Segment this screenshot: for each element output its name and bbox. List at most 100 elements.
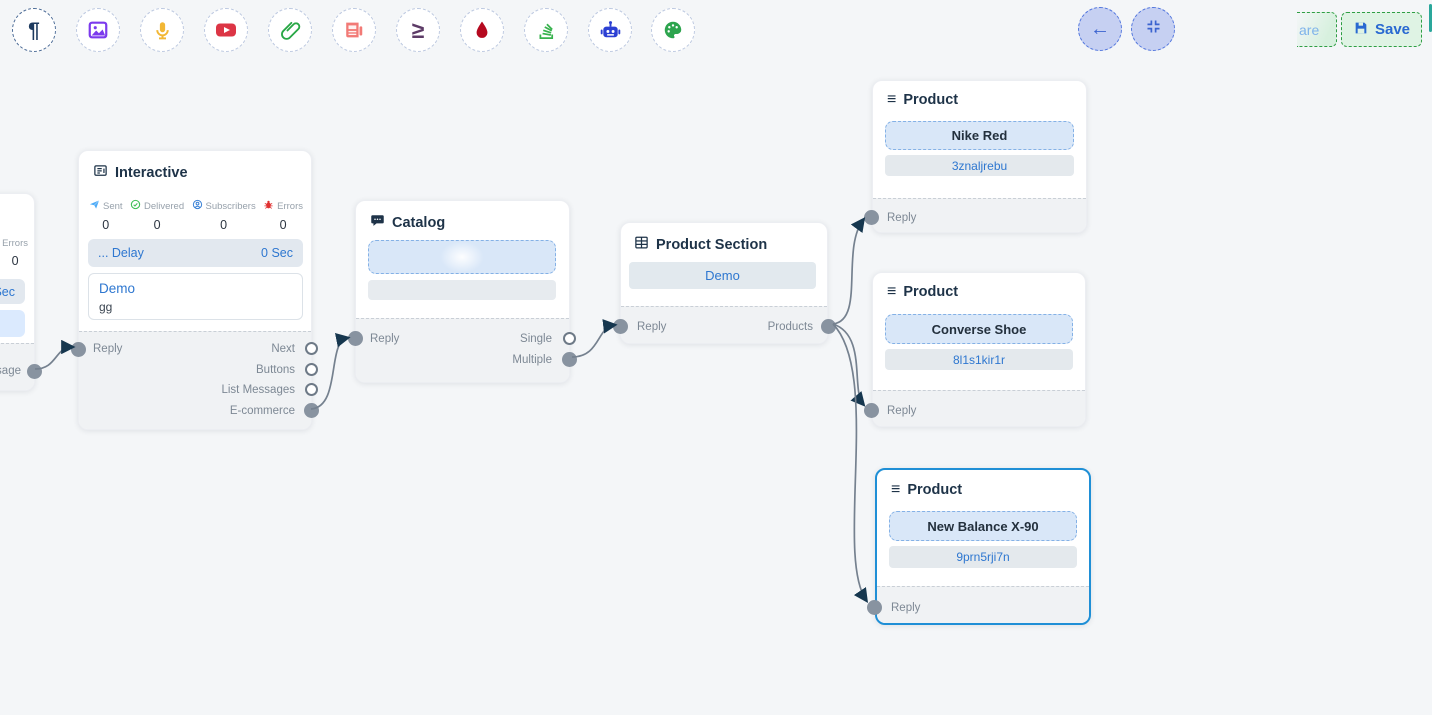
node-footer: Reply <box>867 586 1089 623</box>
menu-icon: ≡ <box>887 91 897 108</box>
reply-port-label: Reply <box>887 212 917 224</box>
toolbar-button-text[interactable]: ¶ <box>12 8 56 52</box>
back-button[interactable]: ← <box>1078 7 1122 51</box>
product-code-box[interactable]: 3znaljrebu <box>885 155 1074 176</box>
subscriber-icon <box>192 199 203 213</box>
node-product-nike-red[interactable]: ≡ Product Nike Red 3znaljrebu Reply <box>864 80 1087 233</box>
product-name: Converse Shoe <box>931 321 1027 337</box>
toolbar-button-audio[interactable] <box>140 8 184 52</box>
back-arrow-icon: ← <box>1090 18 1110 40</box>
reply-input-port[interactable] <box>348 331 363 346</box>
node-product-new-balance-x90[interactable]: ≡ Product New Balance X-90 9prn5rji7n Re… <box>867 468 1091 625</box>
output-label-list-messages: List Messages <box>221 384 295 396</box>
product-name-box[interactable]: New Balance X-90 <box>889 511 1077 541</box>
bug-icon <box>263 199 274 213</box>
node-product-converse-shoe[interactable]: ≡ Product Converse Shoe 8l1s1kir1r Reply <box>864 272 1086 427</box>
toolbar-button-stack[interactable] <box>524 8 568 52</box>
toolbar-button-image[interactable] <box>76 8 120 52</box>
node-left-partial[interactable]: Errors 0 Sec essage <box>0 193 42 391</box>
grid-icon <box>634 235 649 254</box>
toolbar-button-drip[interactable] <box>460 8 504 52</box>
toolbar-button-theme[interactable] <box>651 8 695 52</box>
edge-products-to-nike-red <box>832 217 866 325</box>
reply-port-label: Reply <box>891 602 921 614</box>
stat-errors-label: Errors <box>2 238 28 249</box>
edge-products-to-new-balance <box>832 323 869 604</box>
product-code-box[interactable]: 8l1s1kir1r <box>885 349 1073 370</box>
output-port[interactable] <box>27 364 42 379</box>
section-name-box[interactable]: Demo <box>629 262 816 289</box>
output-label-next: Next <box>271 343 295 355</box>
toolbar-button-attachment[interactable] <box>268 8 312 52</box>
output-port-next[interactable] <box>305 342 318 355</box>
reply-input-port[interactable] <box>864 403 879 418</box>
stat-delivered: Delivered 0 <box>130 199 184 232</box>
stat-sent: Sent 0 <box>89 199 123 232</box>
product-name-box[interactable]: Converse Shoe <box>885 314 1073 344</box>
output-port-buttons[interactable] <box>305 363 318 376</box>
edge-message-to-interactive <box>34 339 76 370</box>
product-name: New Balance X-90 <box>927 518 1039 534</box>
product-code-box[interactable]: 9prn5rji7n <box>889 546 1077 568</box>
partial-button-label: are <box>1299 21 1320 38</box>
toolbar-button-video[interactable] <box>204 8 248 52</box>
youtube-icon <box>214 18 238 42</box>
stat-errors-value: 0 <box>11 254 19 268</box>
output-label-buttons: Buttons <box>256 363 295 376</box>
node-interactive[interactable]: Interactive Sent 0 Delivered 0 <box>71 150 319 430</box>
save-icon <box>1353 20 1369 40</box>
reply-input-port[interactable] <box>71 342 86 357</box>
output-label-multiple: Multiple <box>512 353 552 366</box>
content-box[interactable] <box>0 310 25 337</box>
product-name: Nike Red <box>951 128 1008 143</box>
delay-row[interactable]: ... Delay 0 Sec <box>88 239 303 267</box>
save-button[interactable]: Save <box>1341 12 1422 47</box>
node-header: ≡ Product <box>887 283 958 301</box>
message-text: gg <box>99 300 113 314</box>
delay-value: Sec <box>0 284 15 299</box>
toolbar-button-sequence[interactable]: ≥ <box>396 8 440 52</box>
output-port-single[interactable] <box>563 332 576 345</box>
node-footer: Reply <box>864 198 1086 232</box>
node-header: ≡ Product <box>887 91 958 109</box>
output-port-list-messages[interactable] <box>305 383 318 396</box>
reply-input-port[interactable] <box>613 319 628 334</box>
save-button-label: Save <box>1374 21 1411 38</box>
product-code: 9prn5rji7n <box>956 550 1010 564</box>
delay-row[interactable]: Sec <box>0 279 25 304</box>
reply-port-label: Reply <box>887 405 917 417</box>
delay-label: ... Delay <box>98 246 144 260</box>
node-header: Interactive <box>93 163 188 182</box>
node-footer: Reply Products <box>613 306 836 343</box>
catalog-placeholder[interactable] <box>368 240 556 274</box>
output-port-ecommerce[interactable] <box>304 403 319 418</box>
reply-port-label: Reply <box>370 333 400 345</box>
output-label-single: Single <box>520 333 552 345</box>
node-catalog[interactable]: Catalog Reply Single Multiple <box>348 200 577 383</box>
canvas-edge-indicator <box>1429 4 1432 32</box>
product-code: 8l1s1kir1r <box>952 352 1006 367</box>
pilcrow-icon: ¶ <box>28 18 40 42</box>
section-name: Demo <box>705 268 740 283</box>
reply-input-port[interactable] <box>867 600 882 615</box>
product-name-box[interactable]: Nike Red <box>885 121 1074 150</box>
partial-hidden-button[interactable]: are <box>1297 12 1337 47</box>
newspaper-icon <box>343 19 365 41</box>
node-title: Catalog <box>392 214 446 231</box>
stat-errors: Errors 0 <box>263 199 303 232</box>
message-preview-box[interactable]: Demo gg <box>88 273 303 320</box>
reply-input-port[interactable] <box>864 210 879 225</box>
output-port-products[interactable] <box>821 319 836 334</box>
reply-port-label: Reply <box>93 343 123 355</box>
output-port-multiple[interactable] <box>562 352 577 367</box>
menu-icon: ≡ <box>887 283 897 300</box>
edge-multiple-to-product-section <box>571 319 618 358</box>
toolbar-button-news[interactable] <box>332 8 376 52</box>
fit-view-button[interactable] <box>1131 7 1175 51</box>
stat-errors: Errors 0 <box>2 238 28 268</box>
node-product-section[interactable]: Product Section Demo Reply Products <box>613 222 836 344</box>
stat-subscribers: Subscribers 0 <box>192 199 256 232</box>
toolbar-button-bot[interactable] <box>588 8 632 52</box>
chat-bubble-icon <box>370 213 385 232</box>
